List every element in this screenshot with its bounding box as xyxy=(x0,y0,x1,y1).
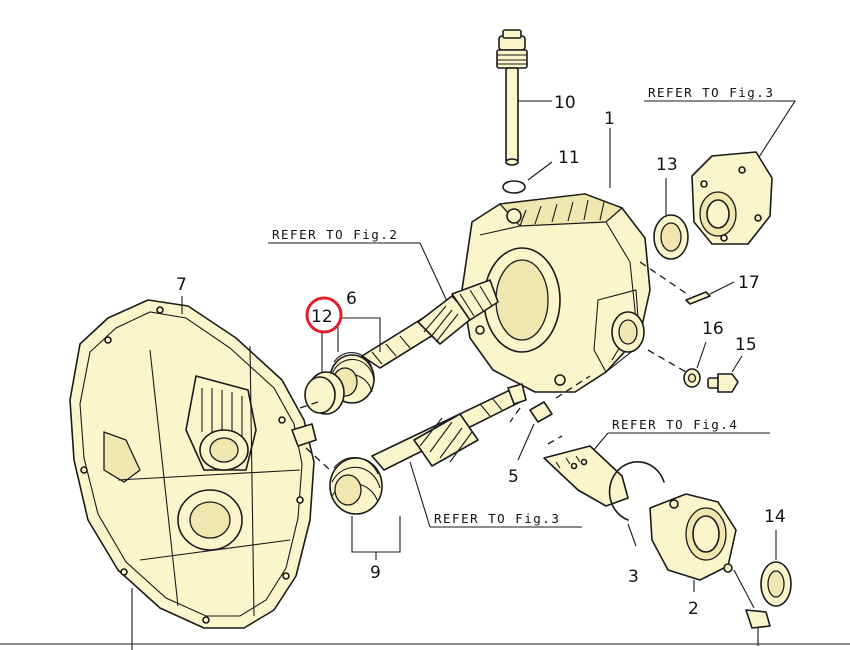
ref-fig4: REFER TO Fig.4 xyxy=(612,417,738,432)
part-17-key[interactable] xyxy=(685,291,711,305)
ref-fig3-bottom: REFER TO Fig.3 xyxy=(434,511,560,526)
part-16-washer[interactable] xyxy=(683,368,701,388)
part-15-drain-plug[interactable] xyxy=(707,373,739,393)
callout-2: 2 xyxy=(688,599,699,619)
callout-9: 9 xyxy=(370,563,381,583)
part-14-oil-seal[interactable] xyxy=(760,561,792,607)
callout-10: 10 xyxy=(554,93,576,113)
callout-7: 7 xyxy=(176,275,187,295)
upper-gear-shaft[interactable] xyxy=(361,279,499,369)
part-10-rod[interactable] xyxy=(496,29,528,166)
lower-gear-shaft[interactable] xyxy=(371,383,527,471)
ref-fig3-top: REFER TO Fig.3 xyxy=(648,85,774,100)
part-3-snap-ring[interactable] xyxy=(608,461,665,521)
callout-16: 16 xyxy=(702,319,724,339)
part-11-o-ring[interactable] xyxy=(502,180,526,194)
callout-15: 15 xyxy=(735,335,757,355)
callout-14: 14 xyxy=(764,507,786,527)
callout-12: 12 xyxy=(311,307,333,327)
part-1-transmission-case[interactable] xyxy=(461,193,651,393)
flange-coupling[interactable] xyxy=(691,151,773,245)
callout-3: 3 xyxy=(628,567,639,587)
housing-bolt[interactable] xyxy=(733,569,771,646)
callout-13: 13 xyxy=(656,155,678,175)
ref-fig2: REFER TO Fig.2 xyxy=(272,227,398,242)
callout-6: 6 xyxy=(346,289,357,309)
callout-5: 5 xyxy=(508,467,519,487)
callout-1: 1 xyxy=(604,109,615,129)
output-shaft[interactable] xyxy=(543,445,629,507)
part-12-collar[interactable] xyxy=(304,371,345,415)
callout-11: 11 xyxy=(558,148,580,168)
part-9-bearing-lower[interactable] xyxy=(329,456,383,515)
part-7-housing-cover[interactable] xyxy=(69,299,317,629)
part-2-bearing-housing[interactable] xyxy=(649,493,737,581)
highlight-circle-12 xyxy=(305,296,343,334)
callout-17: 17 xyxy=(738,273,760,293)
part-5-pin[interactable] xyxy=(529,401,553,423)
part-13-oil-seal[interactable] xyxy=(653,214,689,260)
